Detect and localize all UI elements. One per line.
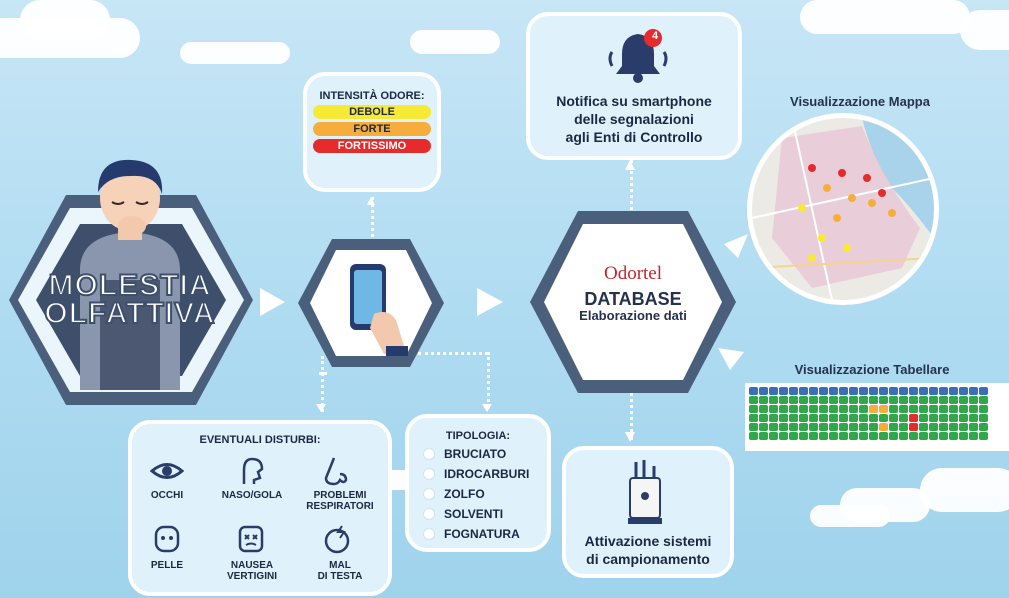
bell-icon [608,29,668,83]
tabellare-title: Visualizzazione Tabellare [794,362,950,377]
level-debole: DEBOLE [313,105,431,119]
disturbo-di-testa: DI TESTA [317,571,363,582]
database-hexagon [530,211,736,393]
tipologia-title: TIPOLOGIA: [445,430,511,442]
tipologia-item: SOLVENTI [423,504,547,524]
disturbi-title: EVENTUALI DISTURBI: [199,434,321,446]
tipologia-item: ZOLFO [423,484,547,504]
notifica-card: 4 Notifica su smartphone delle segnalazi… [526,12,742,160]
molestia-label: MOLESTIA OLFATTIVA [30,269,230,330]
connector [630,160,633,210]
intensita-title: INTENSITÀ ODORE: [319,90,425,102]
connector [418,352,488,355]
disturbo-respiratori: RESPIRATORI [306,501,374,512]
tipologia-fognatura: FOGNATURA [444,527,520,541]
connector [321,356,324,412]
connector [630,392,633,440]
database-label: Odortel DATABASE Elaborazione dati [560,263,706,324]
connector [371,197,374,237]
nose-icon [324,457,348,486]
tipologia-solventi: SOLVENTI [444,507,504,521]
disturbo-occhi: OCCHI [150,490,184,501]
nausea-icon [238,525,264,553]
map-circle [747,113,939,305]
intensita-card: INTENSITÀ ODORE: DEBOLE FORTE FORTISSIMO [303,72,441,192]
tipologia-bruciato: BRUCIATO [444,447,507,461]
attivazione-line2: di campionamento [586,551,710,567]
notifica-line2: delle segnalazioni [574,111,694,127]
tipologia-item: FOGNATURA [423,524,547,544]
disturbo-nausea: NAUSEA [230,560,274,571]
eye-icon [150,463,184,479]
molestia-line1: MOLESTIA [48,269,212,302]
disturbo-pelle: PELLE [150,560,184,571]
person-illustration [80,159,180,390]
data-table [745,383,1009,451]
connector [487,352,490,408]
notification-badge: 4 [651,30,659,42]
notifica-line1: Notifica su smartphone [556,93,712,109]
disturbo-vertigini: VERTIGINI [226,571,277,582]
database-title: DATABASE [584,289,682,309]
cloud [960,10,1009,50]
cloud [800,0,970,34]
tipologia-card: TIPOLOGIA: BRUCIATO IDROCARBURI ZOLFO SO… [405,414,551,552]
skin-icon [154,525,180,553]
cloud [20,0,110,40]
nose-throat-icon [242,457,264,484]
notifica-line3: agli Enti di Controllo [565,129,703,145]
bullet-icon [423,468,435,480]
disturbi-card: EVENTUALI DISTURBI: OCCHI NASO/GOLA PROB… [128,420,392,596]
smartphone-icon [350,264,408,356]
disturbo-problemi: PROBLEMI [313,490,367,501]
mappa-title: Visualizzazione Mappa [790,94,930,109]
tipologia-item: IDROCARBURI [423,464,547,484]
bullet-icon [423,508,435,520]
tipologia-idrocarburi: IDROCARBURI [444,467,530,481]
map-image [752,118,934,300]
cloud [920,468,1009,512]
attivazione-card: Attivazione sistemi di campionamento [562,446,734,578]
molestia-line2: OLFATTIVA [43,297,216,330]
level-fortissimo: FORTISSIMO [313,139,431,153]
cloud [810,505,890,527]
database-subtitle: Elaborazione dati [579,308,687,323]
brand-logo: Odortel [603,263,663,284]
attivazione-line1: Attivazione sistemi [584,533,712,549]
disturbo-naso-gola: NASO/GOLA [221,490,283,501]
headache-icon [324,525,350,554]
sampler-icon [628,460,662,524]
level-forte: FORTE [313,122,431,136]
cloud [410,30,500,54]
disturbo-mal: MAL [329,560,351,571]
bullet-icon [423,448,435,460]
tipologia-item: BRUCIATO [423,444,547,464]
cloud [180,42,290,64]
bullet-icon [423,528,435,540]
tipologia-zolfo: ZOLFO [444,487,485,501]
bullet-icon [423,488,435,500]
